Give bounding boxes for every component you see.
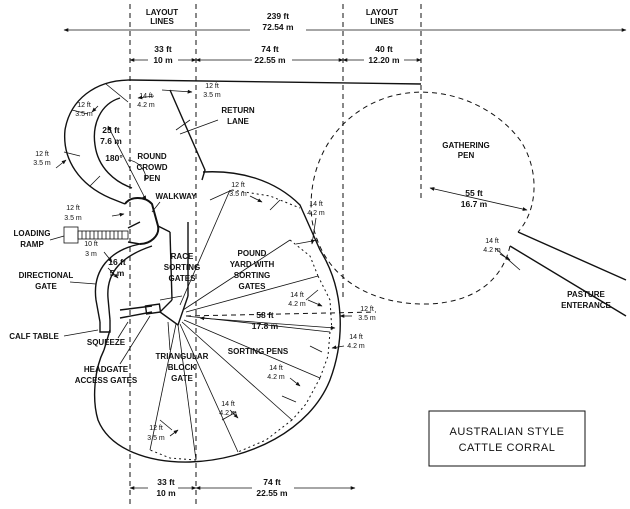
bottom-dim-a-m: 10 m <box>156 488 176 498</box>
layout-lines-label-right-2: LINES <box>370 17 394 26</box>
dim-35m-b: 3.5 m <box>75 111 93 118</box>
dim-12ft-d: 12 ft <box>66 205 80 212</box>
pasture-entrance-label-2: ENTERANCE <box>561 301 611 310</box>
title-box: AUSTRALIAN STYLE CATTLE CORRAL <box>428 410 586 467</box>
bottom-dim-b-ft: 74 ft <box>263 477 281 487</box>
dim-42m-a: 4.2 m <box>137 102 155 109</box>
return-lane-label-2: LANE <box>227 117 249 126</box>
pound-yard-label-4: GATES <box>239 282 267 291</box>
dim-14ft-c: 14 ft <box>290 292 304 299</box>
dim-10ft: 10 ft <box>84 241 98 248</box>
dim-12ft-c: 12 ft <box>35 151 49 158</box>
dim-35m-c: 3.5 m <box>33 160 51 167</box>
dim-12ft-f: 12 ft <box>360 306 374 313</box>
top-dim-b-ft: 74 ft <box>261 44 279 54</box>
pound-yard-label-1: POUND <box>238 249 267 258</box>
dim-16ft: 16 ft <box>108 257 126 267</box>
walkway-label: WALKWAY <box>155 192 197 201</box>
triangular-block-gate-label-3: GATE <box>171 374 193 383</box>
dim-35m-f: 3.5 m <box>358 315 376 322</box>
layout-lines-label-left-2: LINES <box>150 17 174 26</box>
title-line-2: CATTLE CORRAL <box>459 442 556 454</box>
round-crowd-pen <box>107 125 160 245</box>
headgate-label-1: HEADGATE <box>84 365 129 374</box>
directional-gate-label-1: DIRECTIONAL <box>19 271 74 280</box>
bottom-dim-b-m: 22.55 m <box>256 488 288 498</box>
dim-14ft-f: 14 ft <box>221 401 235 408</box>
dim-14ft-d: 14 ft <box>349 334 363 341</box>
race-sorting-gates-label-3: GATES <box>169 274 197 283</box>
dim-35m-d: 3.5 m <box>64 215 82 222</box>
squeeze-label: SQUEEZE <box>87 338 126 347</box>
directional-gate-label-2: GATE <box>35 282 57 291</box>
gathering-pen-label-1: GATHERING <box>442 141 489 150</box>
round-crowd-pen-label-2: CROWD <box>136 163 167 172</box>
dim-14ft-a: 14 ft <box>139 93 153 100</box>
top-dim-a-ft: 33 ft <box>154 44 172 54</box>
dim-35m-a: 3.5 m <box>203 92 221 99</box>
layout-lines-label-left-1: LAYOUT <box>146 8 178 17</box>
dim-35m-g: 3.5 m <box>147 435 165 442</box>
dim-14ft-g: 14 ft <box>485 238 499 245</box>
overall-length-m: 72.54 m <box>262 22 294 32</box>
dim-12ft-e: 12 ft <box>231 182 245 189</box>
race <box>94 243 162 333</box>
top-dim-c-ft: 40 ft <box>375 44 393 54</box>
sorting-radius-m: 17.8 m <box>252 321 279 331</box>
headgate-label-2: ACCESS GATES <box>75 376 138 385</box>
triangular-block-gate-label-2: BLOCK <box>168 363 197 372</box>
dim-42m-f: 4.2 m <box>219 410 237 417</box>
sorting-pens-outline <box>93 171 341 463</box>
loading-ramp-label-1: LOADING <box>14 229 51 238</box>
layout-lines-label-right-1: LAYOUT <box>366 8 398 17</box>
dim-25ft: 25 ft <box>102 125 120 135</box>
race-sorting-gates-label-2: SORTING <box>164 263 200 272</box>
dim-12ft-a: 12 ft <box>205 83 219 90</box>
overall-length-ft: 239 ft <box>267 11 289 21</box>
dim-5m: 5 m <box>110 268 125 278</box>
sorting-pens-label: SORTING PENS <box>228 347 289 356</box>
top-dim-a-m: 10 m <box>153 55 173 65</box>
race-sorting-gates-label-1: RACE <box>171 252 194 261</box>
dimension-markers <box>55 89 511 437</box>
dim-42m-b: 4.2 m <box>307 210 325 217</box>
pound-yard-label-3: SORTING <box>234 271 270 280</box>
dim-12ft-b: 12 ft <box>77 102 91 109</box>
dim-3m: 3 m <box>85 251 97 258</box>
triangular-block-gate-label-1: TRIANGULAR <box>156 352 209 361</box>
gathering-pen <box>310 91 535 305</box>
dim-42m-d: 4.2 m <box>347 343 365 350</box>
dim-14ft-e: 14 ft <box>269 365 283 372</box>
walkway-line <box>157 225 171 233</box>
loading-ramp-label-2: RAMP <box>20 240 44 249</box>
bottom-dim-a-ft: 33 ft <box>157 477 175 487</box>
race-sorting-gates <box>158 222 189 327</box>
pound-yard-label-2: YARD WITH <box>230 260 275 269</box>
dim-42m-g: 4.2 m <box>483 247 501 254</box>
dim-12ft-g: 12 ft <box>149 425 163 432</box>
gathering-pen-radius-ft: 55 ft <box>465 188 483 198</box>
dim-42m-c: 4.2 m <box>288 301 306 308</box>
dim-14ft-b: 14 ft <box>309 201 323 208</box>
title-line-1: AUSTRALIAN STYLE <box>450 426 565 438</box>
gathering-pen-radius-m: 16.7 m <box>461 199 488 209</box>
dim-180: 180° <box>105 153 123 163</box>
layout-lines <box>129 4 422 505</box>
dim-42m-e: 4.2 m <box>267 374 285 381</box>
sorting-radius-ft: 58 ft <box>256 310 274 320</box>
top-dim-b-m: 22.55 m <box>254 55 286 65</box>
top-dim-c-m: 12.20 m <box>368 55 400 65</box>
gathering-pen-label-2: PEN <box>458 151 475 160</box>
loading-ramp <box>63 221 141 245</box>
calf-table-label: CALF TABLE <box>9 332 59 341</box>
pasture-entrance-label-1: PASTURE <box>567 290 605 299</box>
dim-76m: 7.6 m <box>100 136 122 146</box>
dim-35m-e: 3.5 m <box>229 191 247 198</box>
round-crowd-pen-label-1: ROUND <box>137 152 167 161</box>
round-crowd-pen-label-3: PEN <box>144 174 161 183</box>
return-lane-label-1: RETURN <box>221 106 255 115</box>
